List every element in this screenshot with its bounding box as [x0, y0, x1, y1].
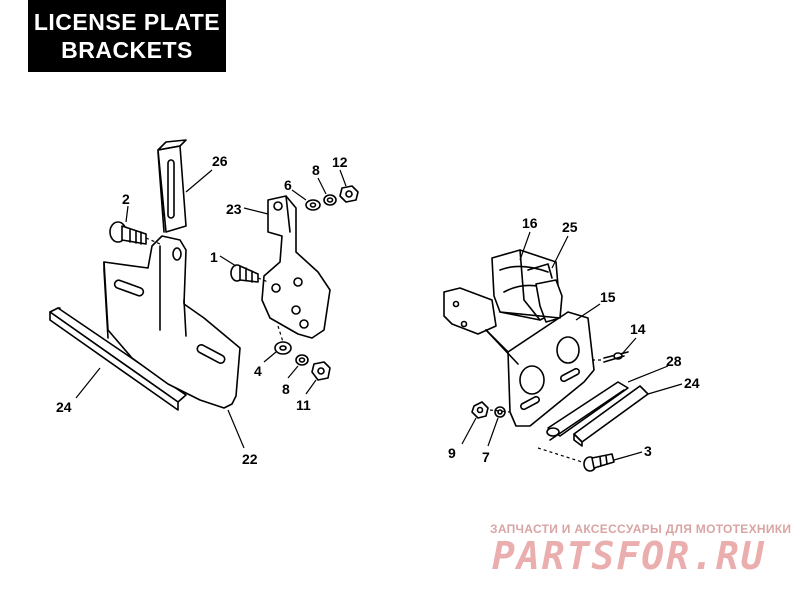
callout-6: 6 — [284, 177, 292, 193]
title-line-1: LICENSE PLATE — [33, 9, 221, 35]
callout-14: 14 — [630, 321, 646, 337]
callout-15: 15 — [600, 289, 616, 305]
part-15-mounting-plate — [485, 311, 595, 427]
callout-24-right: 24 — [684, 375, 700, 391]
part-23-angled-bracket — [261, 195, 331, 339]
watermark-brand: PARTSFOR.RU — [492, 534, 766, 578]
part-8-lock-washer-bottom — [295, 354, 309, 366]
part-8-lock-washer-top — [323, 194, 337, 206]
part-1-bolt — [230, 264, 259, 283]
alignment-lines-right — [489, 359, 604, 463]
part-11-nut-bottom — [311, 361, 331, 381]
part-12-nut-top — [339, 185, 359, 203]
callout-23: 23 — [226, 201, 242, 217]
callout-25: 25 — [562, 219, 578, 235]
watermark-caption: ЗАПЧАСТИ И АКСЕССУАРЫ ДЛЯ МОТОТЕХНИКИ — [490, 522, 792, 536]
diagram-title: LICENSE PLATE BRACKETS — [28, 0, 226, 72]
part-28-cylinder — [546, 381, 629, 441]
callout-24-left: 24 — [56, 399, 72, 415]
part-22-plate-bracket — [103, 235, 241, 409]
callout-22: 22 — [242, 451, 258, 467]
callout-4: 4 — [254, 363, 262, 379]
part-9-nut — [471, 401, 489, 419]
callout-2: 2 — [122, 191, 130, 207]
callout-9: 9 — [448, 445, 456, 461]
part-14-pin — [603, 351, 629, 363]
callout-28: 28 — [666, 353, 682, 369]
callout-labels: 26 2 6 8 12 23 1 4 8 11 24 22 16 25 15 1… — [56, 153, 700, 467]
part-3-bolt — [583, 453, 615, 472]
callout-3: 3 — [644, 443, 652, 459]
callout-16: 16 — [522, 215, 538, 231]
part-24-reflector-strip-left — [49, 307, 187, 411]
callout-7: 7 — [482, 449, 490, 465]
part-2-carriage-bolt — [109, 221, 147, 245]
title-line-2: BRACKETS — [61, 37, 193, 63]
alignment-lines-left — [145, 237, 284, 343]
part-26-slotted-strap — [157, 139, 187, 233]
leader-lines — [75, 169, 683, 461]
callout-8-top: 8 — [312, 162, 320, 178]
callout-26: 26 — [212, 153, 228, 169]
callout-12: 12 — [332, 154, 348, 170]
callout-8-bottom: 8 — [282, 381, 290, 397]
callout-1: 1 — [210, 249, 218, 265]
part-4-washer-bottom — [274, 341, 292, 355]
callout-11: 11 — [296, 397, 311, 413]
part-7-lock-washer — [494, 406, 506, 418]
part-6-washer-top — [305, 199, 321, 211]
